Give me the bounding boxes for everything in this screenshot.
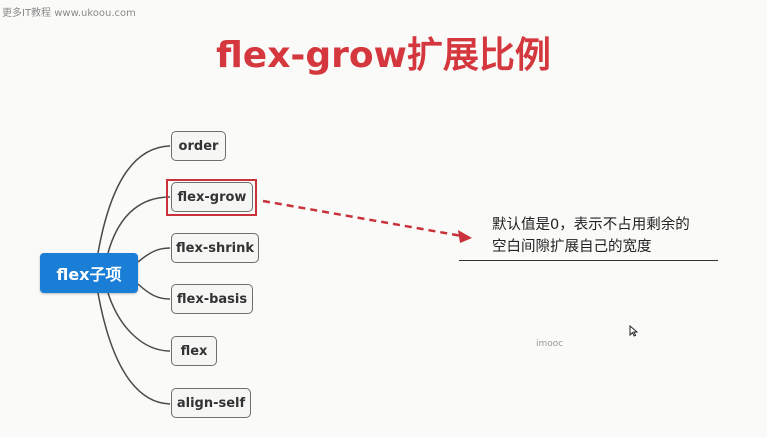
description-underline	[459, 260, 718, 261]
highlight-box	[166, 179, 257, 216]
mindmap-node-order: order	[171, 131, 226, 161]
description-text: 默认值是0，表示不占用剩余的 空白间隙扩展自己的宽度	[492, 214, 732, 258]
description-line-2: 空白间隙扩展自己的宽度	[492, 239, 652, 255]
slide-title: flex-grow扩展比例	[216, 35, 551, 76]
mindmap-node-flex: flex	[171, 336, 217, 366]
connector-flex	[107, 292, 171, 352]
mouse-pointer-icon	[629, 322, 639, 341]
watermark-text: 更多IT教程 www.ukoou.com	[2, 8, 136, 19]
mindmap-node-flex-basis: flex-basis	[171, 284, 253, 314]
brand-text: imooc	[536, 339, 564, 349]
mindmap-node-align-self: align-self	[171, 388, 251, 418]
connector-flex-grow	[107, 196, 171, 254]
connector-flex-basis	[137, 283, 171, 300]
dashed-arrow-head	[458, 230, 472, 243]
dashed-arrow-line	[262, 199, 463, 238]
connector-align-self	[97, 292, 171, 405]
mindmap-root-node: flex子项	[40, 253, 138, 293]
mindmap-node-flex-shrink: flex-shrink	[171, 233, 259, 263]
connector-order	[97, 145, 171, 254]
description-line-1: 默认值是0，表示不占用剩余的	[492, 217, 690, 233]
mindmap-node-flex-grow: flex-grow	[171, 182, 253, 212]
connector-flex-shrink	[137, 247, 171, 263]
